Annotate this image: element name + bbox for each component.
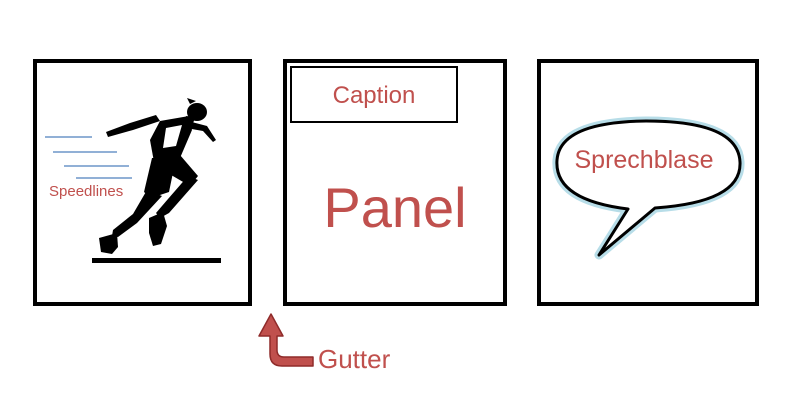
speech-bubble-label: Sprechblase (574, 146, 714, 174)
caption-label: Caption (332, 82, 416, 109)
gutter-label: Gutter (318, 344, 391, 374)
panel-frame-right (537, 59, 759, 306)
speedlines-label: Speedlines (49, 183, 124, 200)
panel-frame-left (33, 59, 252, 306)
panel-label: Panel (323, 176, 467, 239)
caption-box: Caption (290, 66, 458, 123)
